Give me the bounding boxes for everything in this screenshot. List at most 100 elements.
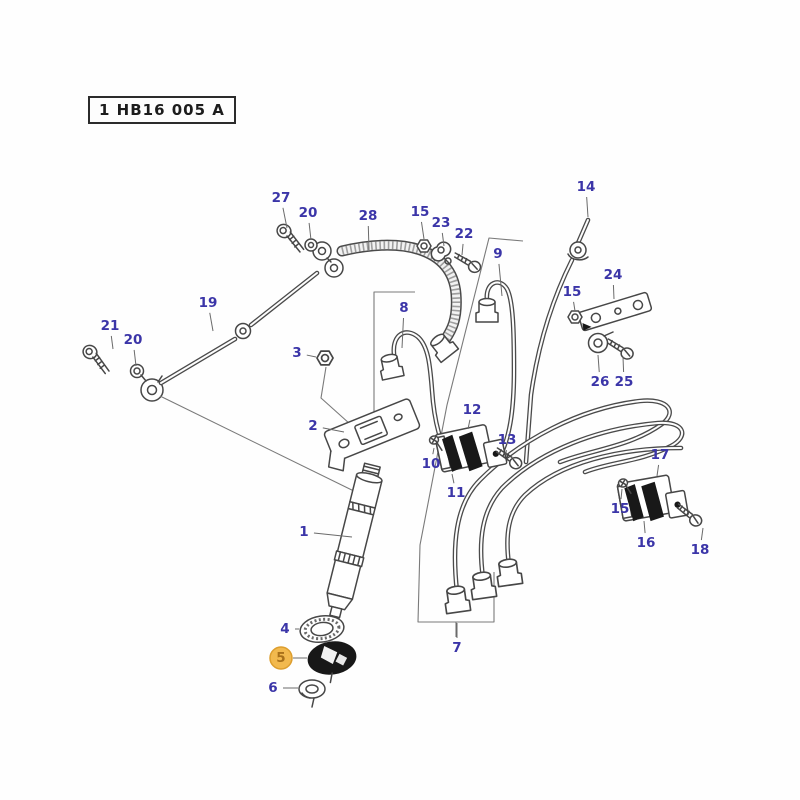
callout-c23[interactable]: 23 — [432, 215, 451, 247]
callout-c18[interactable]: 18 — [691, 527, 710, 558]
callout-number: 6 — [268, 680, 277, 696]
callout-leader-line — [656, 464, 660, 477]
callout-leader-line — [133, 349, 137, 367]
pipe-19-union — [234, 322, 252, 340]
callout-c13[interactable]: 13 — [498, 432, 517, 456]
callout-number: 22 — [455, 226, 474, 242]
callout-number: 7 — [452, 640, 461, 656]
callout-c19[interactable]: 19 — [199, 295, 218, 332]
callout-c15b[interactable]: 15 — [563, 284, 582, 312]
callout-layer: 1234567891011121314151515161718192020212… — [101, 179, 710, 696]
screw-25 — [604, 338, 636, 361]
bracket-24-assembly — [567, 291, 653, 361]
callout-c10[interactable]: 10 — [422, 447, 441, 472]
callout-c12[interactable]: 12 — [463, 402, 482, 430]
pipe-14 — [523, 217, 591, 465]
pipe-end-fitting-1 — [442, 583, 472, 615]
callout-number: 28 — [359, 208, 378, 224]
callout-number: 17 — [651, 447, 670, 463]
part-number-box: 1 HB16 005 A — [88, 96, 236, 124]
callout-c4[interactable]: 4 — [280, 621, 299, 637]
callout-c1[interactable]: 1 — [299, 524, 353, 540]
pump-outline — [373, 237, 524, 637]
flex-hose-28 — [336, 239, 462, 364]
callout-c11[interactable]: 11 — [447, 473, 466, 501]
pipe-end-fitting-2 — [468, 569, 498, 601]
callout-leader-line — [367, 225, 370, 251]
pipe-clamp-17 — [616, 471, 706, 529]
callout-leader-line — [308, 222, 312, 241]
bracket-2 — [323, 398, 421, 472]
pipe-end-fitting-3 — [494, 556, 524, 588]
callout-c5[interactable]: 5 — [269, 646, 307, 670]
callout-number: 27 — [272, 190, 291, 206]
callout-c8[interactable]: 8 — [399, 300, 409, 349]
callout-leader-line — [313, 532, 353, 538]
callout-c28[interactable]: 28 — [359, 208, 378, 251]
callout-c9[interactable]: 9 — [493, 246, 503, 297]
nut-3 — [316, 350, 334, 366]
screw-22 — [452, 252, 483, 274]
callout-leader-line — [461, 243, 464, 256]
nut-15-mid — [567, 310, 583, 324]
nut-3-link-line — [320, 366, 351, 425]
callout-c25[interactable]: 25 — [615, 356, 634, 390]
callout-number: 12 — [463, 402, 482, 418]
seal-5 — [307, 641, 357, 684]
callout-number: 20 — [124, 332, 143, 348]
callout-c24[interactable]: 24 — [604, 267, 623, 300]
pipe-bundle-7 — [442, 398, 685, 615]
callout-number: 13 — [498, 432, 517, 448]
callout-leader-line — [498, 263, 503, 297]
callout-leader-line — [451, 473, 455, 484]
banjo-bolt-21 — [77, 342, 117, 376]
leakoff-pipe-assembly — [77, 221, 363, 496]
callout-c27[interactable]: 27 — [272, 190, 291, 229]
washer-20-left — [129, 363, 145, 379]
callout-number: 19 — [199, 295, 218, 311]
callout-c26[interactable]: 26 — [591, 354, 610, 390]
callout-number: 18 — [691, 542, 710, 558]
callout-number: 1 — [299, 524, 308, 540]
callout-c20b[interactable]: 20 — [124, 332, 143, 367]
callout-leader-line — [432, 447, 435, 455]
highlight-badge — [269, 646, 293, 670]
callout-number: 5 — [276, 650, 285, 666]
callout-number: 15 — [563, 284, 582, 300]
callout-number: 2 — [308, 418, 317, 434]
injector-1 — [326, 462, 383, 627]
banjo-fitting-left — [140, 374, 164, 402]
callout-number: 11 — [447, 485, 466, 501]
callout-c15a[interactable]: 15 — [411, 204, 430, 240]
callout-c7[interactable]: 7 — [452, 623, 462, 656]
callout-c15c[interactable]: 15 — [611, 488, 630, 517]
callout-leader-line — [700, 527, 704, 541]
callout-number: 8 — [399, 300, 408, 316]
callout-c21[interactable]: 21 — [101, 318, 120, 350]
callout-c22[interactable]: 22 — [455, 226, 474, 256]
callout-c17[interactable]: 17 — [651, 447, 670, 477]
callout-leader-line — [441, 232, 445, 247]
callout-leader-line — [322, 427, 345, 433]
callout-c16[interactable]: 16 — [637, 520, 656, 551]
callout-c3[interactable]: 3 — [292, 345, 317, 361]
callout-number: 14 — [577, 179, 596, 195]
callout-number: 9 — [493, 246, 502, 262]
bracket-2-assembly — [316, 350, 421, 472]
pipe-8-fitting — [376, 351, 405, 381]
callout-leader-line — [573, 301, 576, 312]
callout-c6[interactable]: 6 — [268, 680, 298, 696]
pipe-9 — [475, 280, 517, 465]
callout-number: 24 — [604, 267, 623, 283]
pipe-9-fitting — [475, 297, 499, 323]
callout-c2[interactable]: 2 — [308, 418, 345, 434]
callout-c14[interactable]: 14 — [577, 179, 596, 218]
callout-number: 4 — [280, 621, 289, 637]
callout-leader-line — [467, 419, 471, 430]
callout-leader-line — [209, 312, 214, 332]
callout-leader-line — [110, 335, 114, 350]
callout-c20a[interactable]: 20 — [299, 205, 318, 241]
callout-number: 25 — [615, 374, 634, 390]
callout-leader-line — [612, 284, 615, 300]
